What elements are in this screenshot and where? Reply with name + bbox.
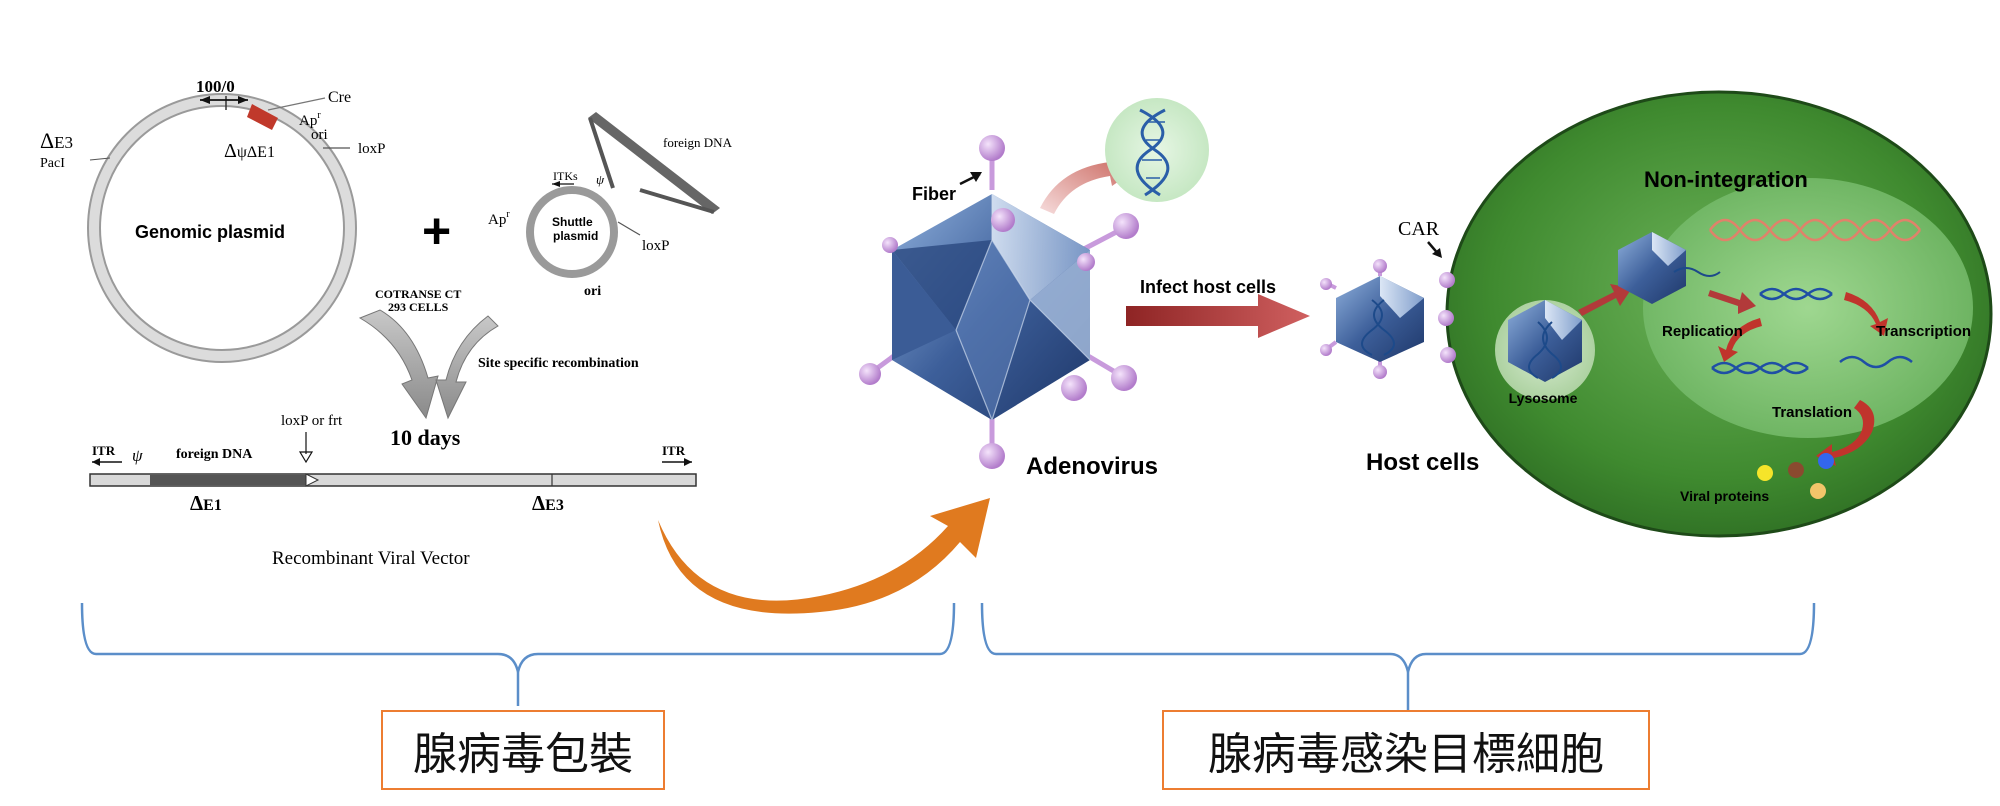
- shuttle-loxp-label: loxP: [642, 238, 670, 254]
- fiber-label: Fiber: [912, 184, 956, 204]
- ori-label: ori: [311, 127, 328, 143]
- gray-arrow-left: [358, 309, 439, 420]
- shuttle-ori-label: ori: [584, 284, 601, 299]
- cotransect-label-2: 293 CELLS: [388, 300, 449, 314]
- infect-host-cells-label: Infect host cells: [1140, 277, 1276, 297]
- loxp-or-frt-label: loxP or frt: [281, 413, 343, 429]
- plasmid-panel: 100/0 Cre Apr ori loxP ΔE3 PacI ΔψΔE1 Ge…: [40, 77, 733, 569]
- viral-genome-red: [1709, 218, 1921, 242]
- blue-dna-segments: [1711, 287, 1913, 375]
- car-label: CAR: [1398, 218, 1440, 240]
- site-specific-label: Site specific recombination: [478, 356, 639, 371]
- protein-dot-brown: [1788, 462, 1804, 478]
- host-cell: [1438, 90, 1993, 538]
- vector-psi-label: ψ: [132, 446, 143, 465]
- transcription-label: Transcription: [1876, 323, 1971, 340]
- nucleus: [1643, 178, 1973, 438]
- left-brace: [80, 602, 956, 706]
- translation-label: Translation: [1772, 404, 1852, 421]
- left-stage-label: 腺病毒包裝: [381, 710, 665, 790]
- protein-dot-tan: [1810, 483, 1826, 499]
- right-stage-label: 腺病毒感染目標細胞: [1162, 710, 1650, 790]
- marker-100-0: 100/0: [196, 77, 235, 96]
- gray-arrow-right: [435, 315, 499, 420]
- loxp-label: loxP: [358, 141, 386, 157]
- itr-right-label: ITR: [662, 443, 686, 458]
- adenovirus-illustration: [859, 98, 1209, 469]
- recombinant-viral-vector-label: Recombinant Viral Vector: [272, 548, 470, 569]
- adenovirus-label: Adenovirus: [1026, 453, 1158, 480]
- right-brace: [980, 602, 1816, 710]
- viral-proteins-label: Viral proteins: [1680, 488, 1769, 504]
- vector-e1-label: ΔE1: [190, 491, 222, 515]
- non-integration-label: Non-integration: [1644, 167, 1808, 192]
- itr-left-label: ITR: [92, 443, 116, 458]
- foreign-dna-label: foreign DNA: [663, 135, 733, 150]
- cotransect-label-1: COTRANSE CT: [375, 287, 461, 301]
- vector-foreign-dna-label: foreign DNA: [176, 447, 253, 462]
- delta-e3-label: ΔE3: [40, 128, 73, 153]
- paci-label: PacI: [40, 156, 65, 171]
- ten-days-label: 10 days: [390, 425, 461, 450]
- lysosome-label: Lysosome: [1509, 390, 1578, 406]
- foreign-dna-bar: [588, 112, 720, 214]
- protein-dot-blue: [1818, 453, 1834, 469]
- protein-dot-yellow: [1757, 465, 1773, 481]
- plus-sign: +: [422, 203, 451, 259]
- infect-arrow: [1126, 294, 1310, 338]
- shuttle-psi-label: ψ: [596, 172, 605, 187]
- vector-e3-label: ΔE3: [532, 491, 564, 515]
- shuttle-ap-label: Apr: [488, 209, 510, 228]
- psi-e1-label: ΔψΔE1: [224, 140, 275, 162]
- shuttle-plasmid-label-2: plasmid: [553, 229, 598, 243]
- itks-label: ITKs: [553, 169, 578, 183]
- genomic-plasmid-label: Genomic plasmid: [135, 222, 285, 242]
- cre-segment: [247, 104, 278, 130]
- small-virus: [1320, 259, 1424, 379]
- host-cells-label: Host cells: [1366, 449, 1479, 476]
- cre-label: Cre: [328, 89, 351, 106]
- shuttle-plasmid-ring: [526, 186, 618, 278]
- shuttle-plasmid-label-1: Shuttle: [552, 215, 593, 229]
- orange-arrow: [658, 498, 990, 614]
- replication-label: Replication: [1662, 323, 1743, 340]
- ap-r-label: Apr: [299, 110, 321, 129]
